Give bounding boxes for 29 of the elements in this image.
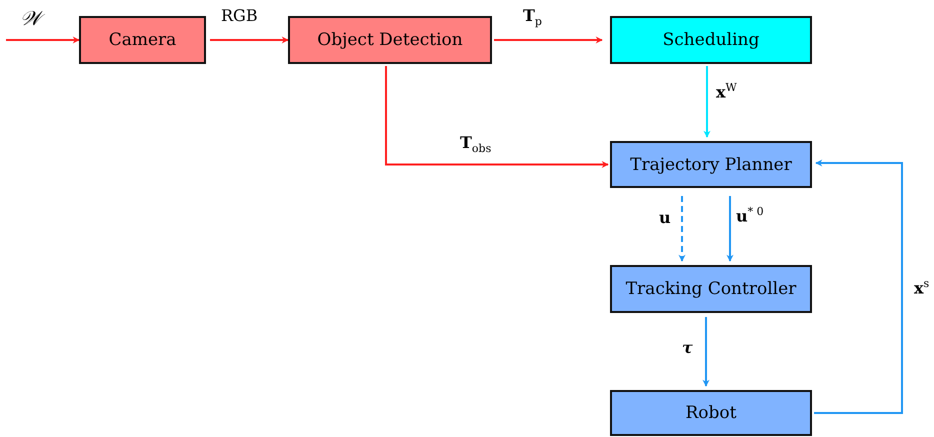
process-box: [288, 16, 492, 64]
edge-label: u$^{* 0}$: [736, 206, 764, 224]
edge-label: x$^{W}$: [716, 82, 737, 100]
process-box: [610, 141, 812, 188]
arrow: [6, 36, 80, 44]
edge-label: RGB: [221, 8, 258, 24]
edge-label: τ: [682, 340, 693, 356]
box-label: Object Detection: [317, 30, 463, 50]
arrow: [814, 160, 903, 414]
box-label: Scheduling: [662, 30, 760, 50]
edge-label: x$^{s}$: [914, 278, 930, 296]
arrow: [210, 36, 289, 44]
arrow: [702, 317, 710, 387]
process-box: [610, 16, 812, 64]
process-box: [610, 390, 812, 436]
box-label: Robot: [686, 403, 736, 423]
arrow: [704, 66, 710, 138]
edge-label: T$_{obs}$: [460, 135, 492, 154]
edge-label: T$_{p}$: [523, 8, 542, 28]
arrow: [678, 196, 686, 262]
arrow: [726, 196, 734, 262]
arrow: [385, 66, 609, 168]
box-label: Trajectory Planner: [630, 154, 792, 174]
edge-label: u: [659, 210, 671, 226]
box-label: Camera: [108, 30, 176, 50]
box-label: Tracking Controller: [626, 279, 796, 299]
process-box: [79, 16, 206, 64]
process-box: [610, 265, 812, 313]
arrow: [494, 36, 603, 44]
